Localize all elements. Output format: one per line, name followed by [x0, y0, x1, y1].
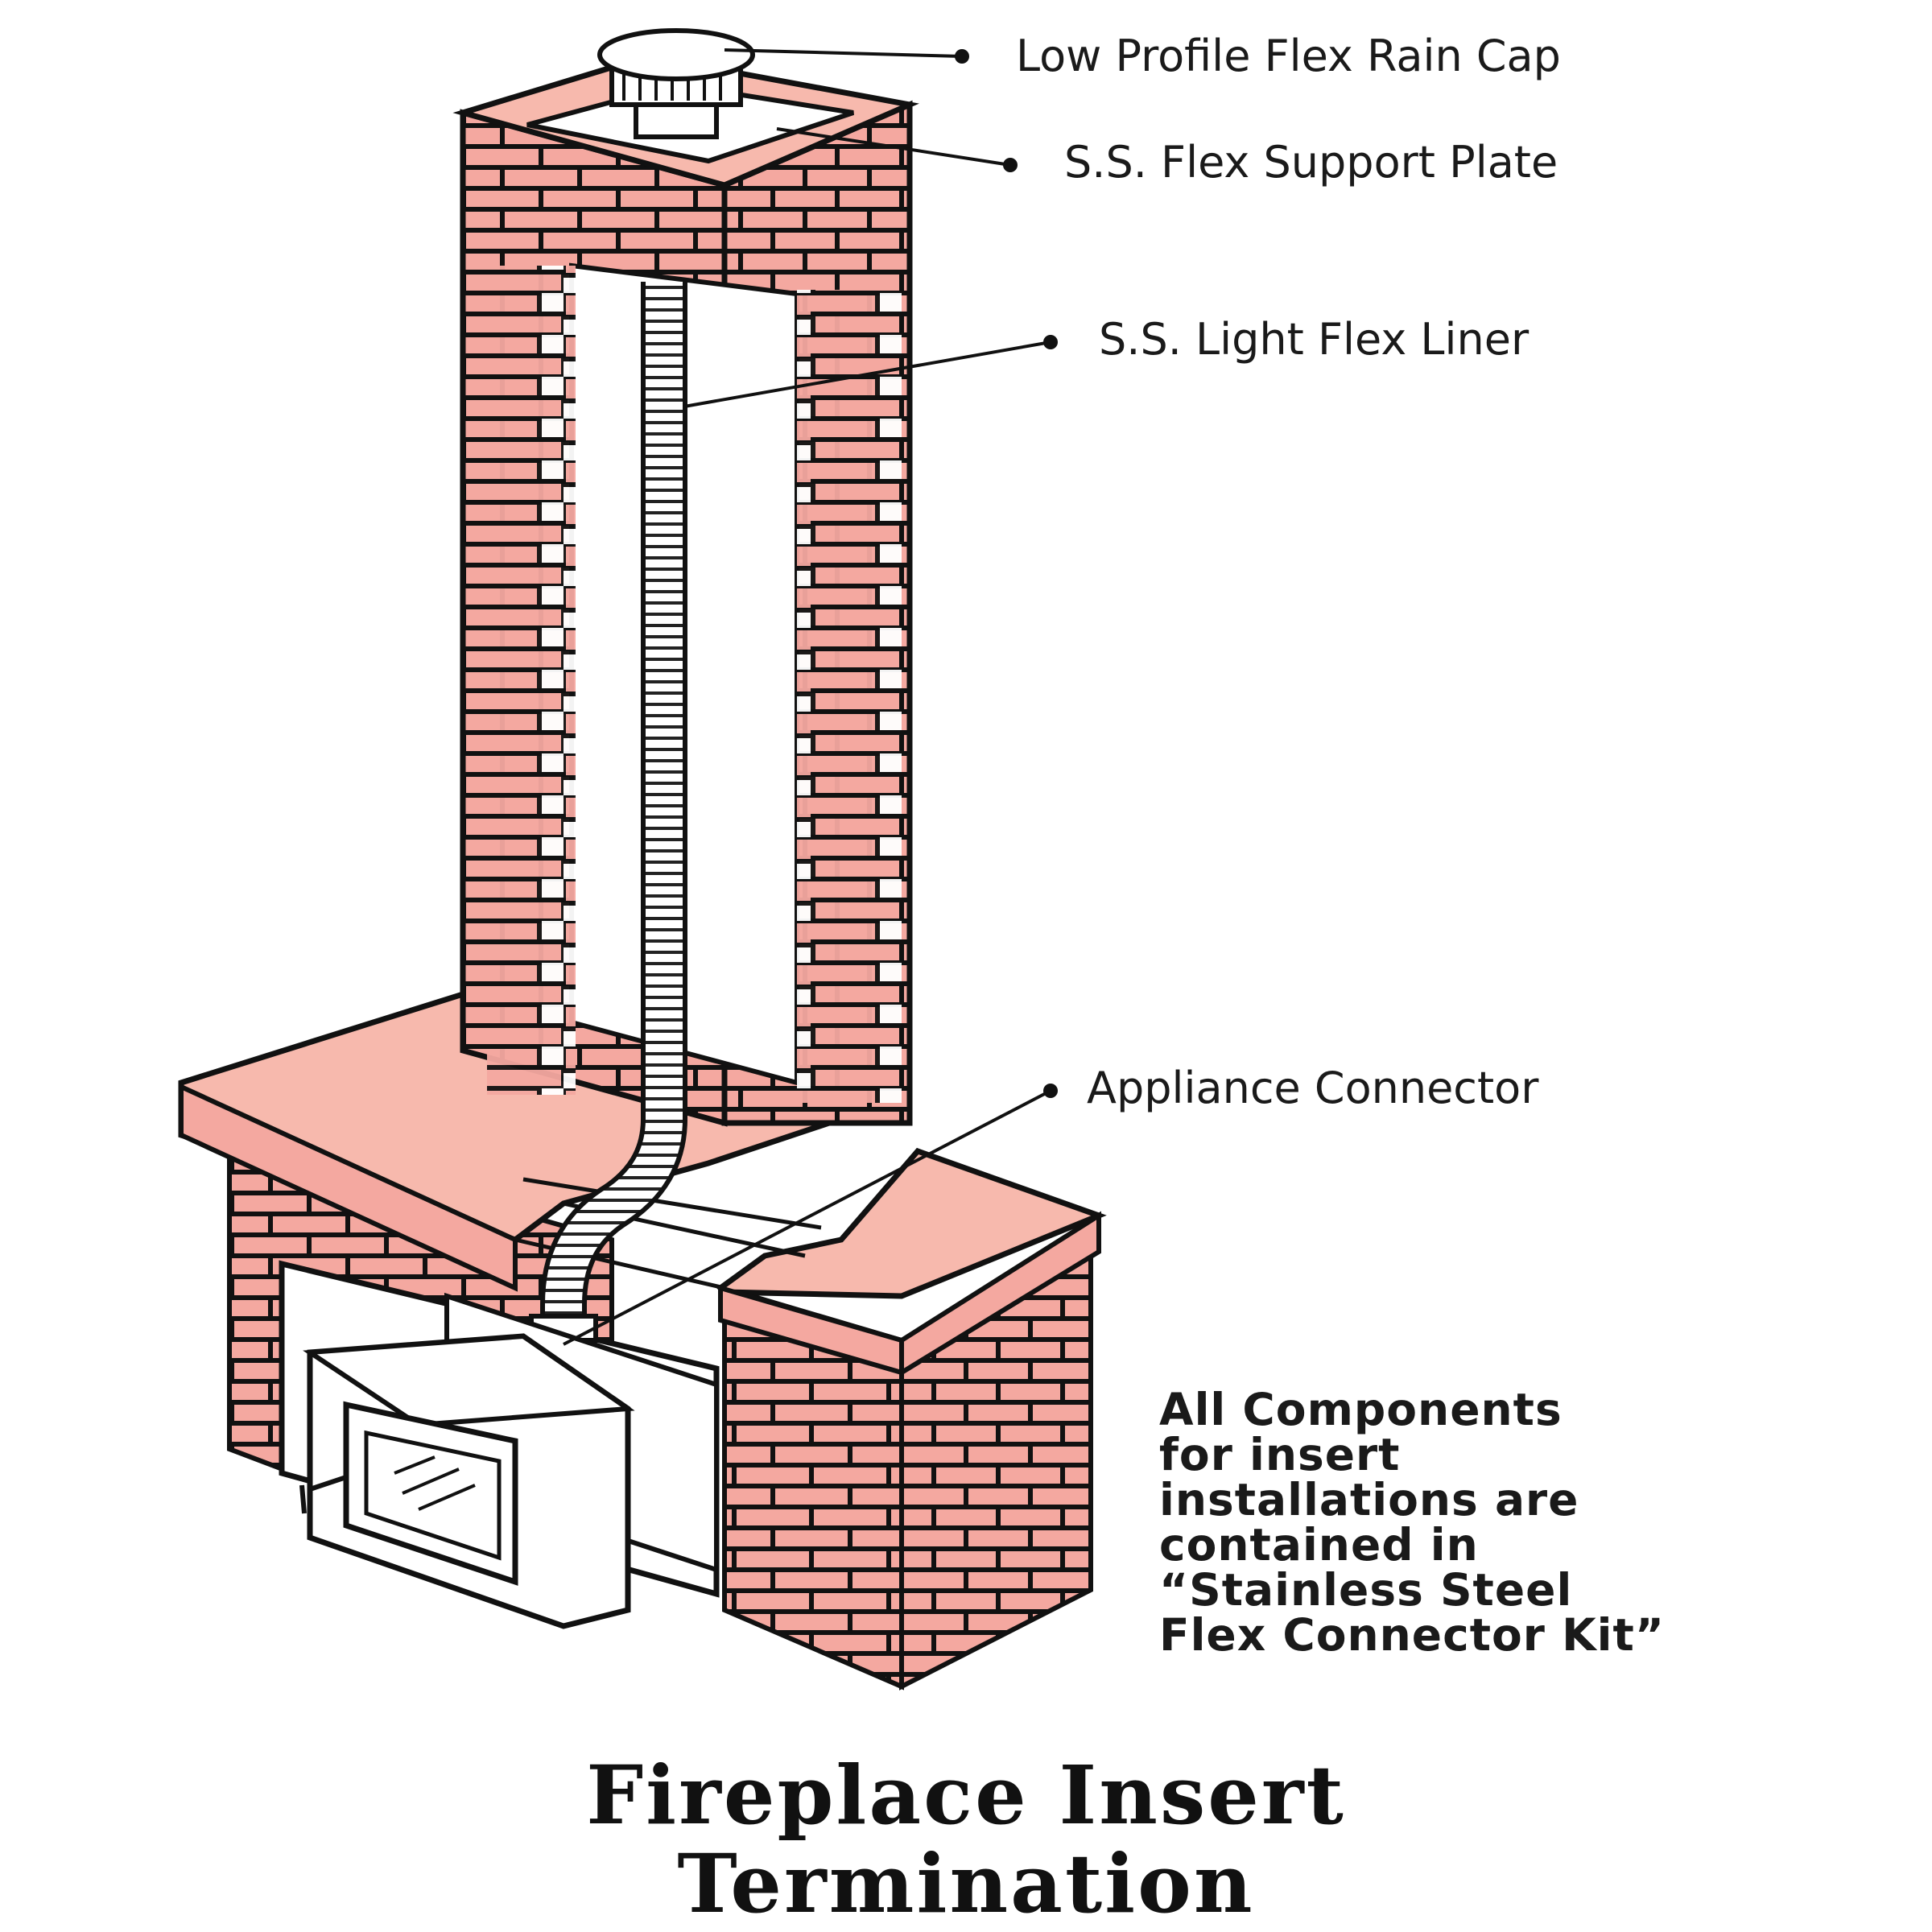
note-line: “Stainless Steel	[1159, 1564, 1572, 1616]
leader-lines	[563, 48, 1058, 1346]
diagram-title-line1: Fireplace Insert	[586, 1748, 1346, 1843]
note-line: contained in	[1159, 1519, 1479, 1571]
note-line: installations are	[1159, 1474, 1579, 1525]
label-rain-cap: Low Profile Flex Rain Cap	[1016, 31, 1561, 81]
label-appliance-connector: Appliance Connector	[1087, 1063, 1539, 1113]
door-handle-icon	[299, 1475, 347, 1514]
rain-cap-top	[597, 28, 755, 81]
note-line: Flex Connector Kit”	[1159, 1609, 1665, 1661]
diagram-title-line2: Termination	[677, 1836, 1254, 1931]
note-line: for insert	[1159, 1429, 1400, 1480]
note-line: All Components	[1159, 1384, 1563, 1435]
rain-cap	[597, 28, 755, 139]
components-note: All Components for insert installations …	[1159, 1384, 1665, 1661]
fireplace-insert	[299, 1292, 719, 1629]
label-support-plate: S.S. Flex Support Plate	[1064, 137, 1558, 188]
label-flex-liner: S.S. Light Flex Liner	[1099, 314, 1530, 365]
mantle-slab-right	[716, 1147, 1107, 1299]
insert-glass	[364, 1430, 502, 1561]
